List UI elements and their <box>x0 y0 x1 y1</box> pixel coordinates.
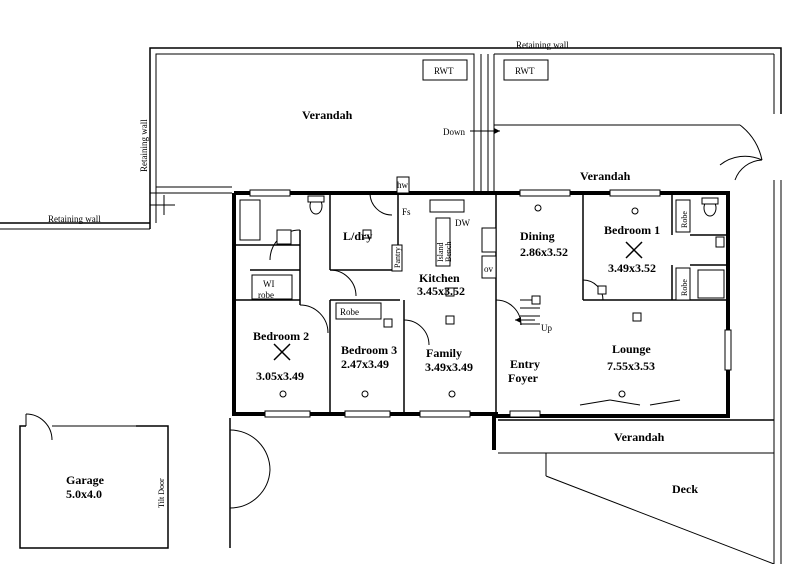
kitchen-dim: 3.45x3.52 <box>417 284 465 298</box>
garage-dim: 5.0x4.0 <box>66 487 102 501</box>
bedroom2-label: Bedroom 2 <box>253 329 309 343</box>
family-label: Family <box>426 346 462 360</box>
bedroom1-dim: 3.49x3.52 <box>608 261 656 275</box>
family-dim: 3.49x3.49 <box>425 360 473 374</box>
robe-b1-bottom-label: Robe <box>680 279 689 296</box>
house-walls <box>232 189 732 450</box>
wardrobes <box>251 199 691 320</box>
ceiling-fittings <box>273 204 643 398</box>
lounge-label: Lounge <box>612 342 651 356</box>
tilt-door-label: Tilt Door <box>157 478 166 508</box>
ov-label: ov <box>484 264 494 274</box>
kitchen-label: Kitchen <box>419 271 460 285</box>
deck-label: Deck <box>672 482 698 496</box>
verandah-outline <box>0 47 782 564</box>
ldry-label: L/dry <box>343 229 372 243</box>
verandah-deck <box>498 419 775 564</box>
garage <box>19 413 169 549</box>
foyer-label: Foyer <box>508 371 539 385</box>
garage-side-doors <box>229 418 271 548</box>
island-label: Island <box>436 242 445 262</box>
bathroom-fixtures <box>239 195 725 299</box>
bedroom3-dim: 2.47x3.49 <box>341 357 389 371</box>
bedroom2-dim: 3.05x3.49 <box>256 369 304 383</box>
down-label: Down <box>443 127 465 137</box>
robe-b1-top-label: Robe <box>680 211 689 228</box>
bench-label: Bench <box>444 242 453 262</box>
rwt-label-left: RWT <box>434 66 454 76</box>
fs-label: Fs <box>402 207 411 217</box>
dw-label: DW <box>455 218 470 228</box>
wi-label: WI <box>263 279 275 289</box>
dining-label: Dining <box>520 229 555 243</box>
hw-label: hw <box>397 180 409 190</box>
rwt-tank-left <box>422 59 468 81</box>
garage-label: Garage <box>66 473 105 487</box>
lounge-dim: 7.55x3.53 <box>607 359 655 373</box>
dining-dim: 2.86x3.52 <box>520 245 568 259</box>
verandah-door-swing <box>719 124 763 181</box>
wi-robe-label: robe <box>258 290 274 300</box>
retaining-wall-top-label: Retaining wall <box>516 40 569 50</box>
rwt-tank-right <box>503 59 549 81</box>
up-label: Up <box>541 323 552 333</box>
robe-b3-label: Robe <box>340 307 359 317</box>
rwt-label-right: RWT <box>515 66 535 76</box>
pantry-label: Pantry <box>393 247 402 268</box>
verandah-bottom-label: Verandah <box>614 430 665 444</box>
retaining-wall-left-label: Retaining wall <box>48 214 101 224</box>
verandah-right-label: Verandah <box>580 169 631 183</box>
retaining-wall-side-label: Retaining wall <box>139 119 149 172</box>
bedroom3-label: Bedroom 3 <box>341 343 397 357</box>
entry-label: Entry <box>510 357 540 371</box>
bedroom1-label: Bedroom 1 <box>604 223 660 237</box>
verandah-top-label: Verandah <box>302 108 353 122</box>
door-swings <box>269 192 681 406</box>
kitchen-fixtures <box>391 176 497 279</box>
